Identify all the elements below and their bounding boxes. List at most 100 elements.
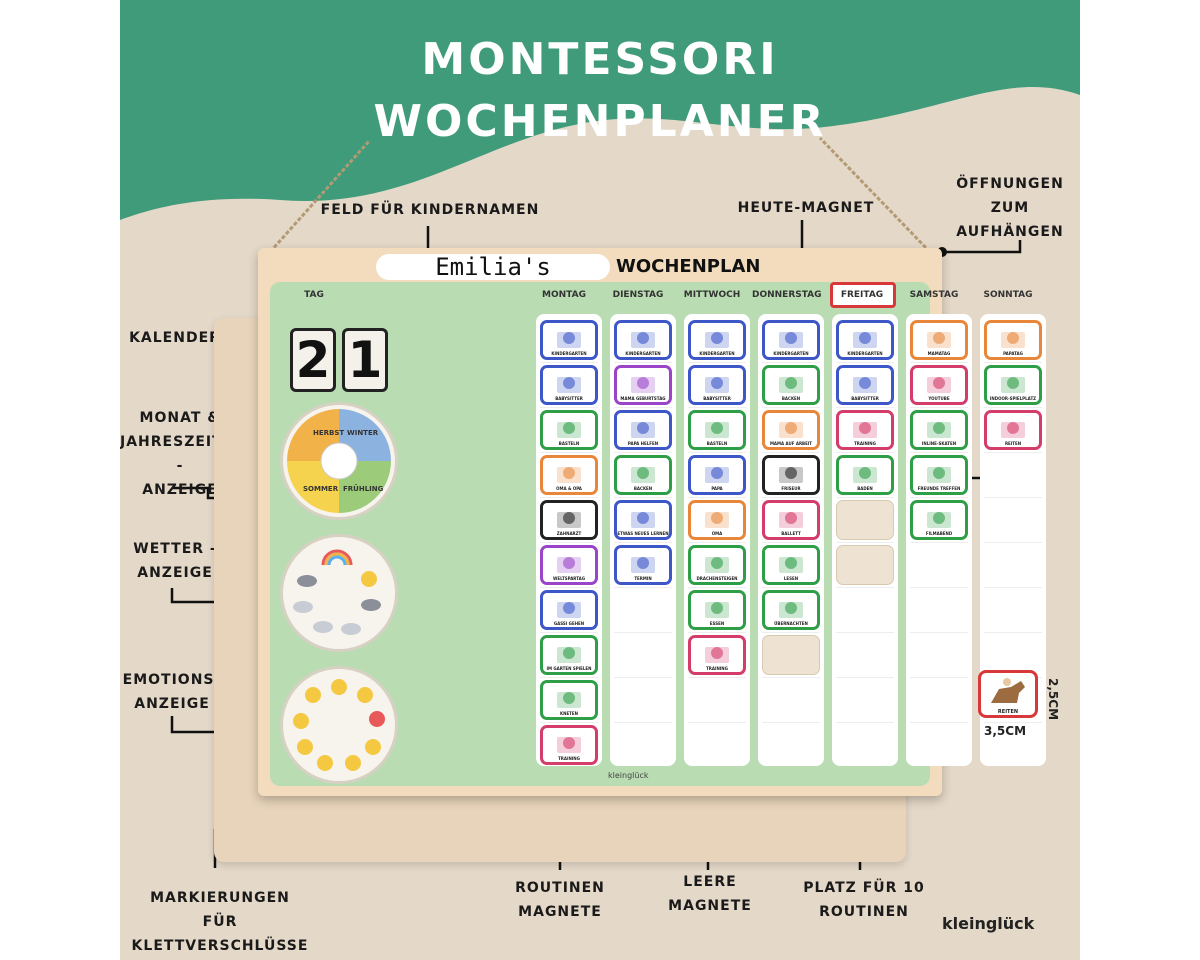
routine-magnet-label: MAMATAG [927,351,951,356]
routine-magnet[interactable]: BABYSITTER [540,365,598,405]
empty-magnet[interactable] [836,500,894,540]
routine-magnet[interactable]: BACKEN [614,455,672,495]
horse-icon [995,416,1031,440]
routine-magnet[interactable]: FRISEUR [762,455,820,495]
routine-magnet[interactable]: PAPA [688,455,746,495]
routine-magnet[interactable]: TRAINING [688,635,746,675]
emotion-wheel [280,666,398,784]
routine-magnet-label: OMA & OPA [556,486,582,491]
routine-magnet[interactable]: ÜBERNACHTEN [762,590,820,630]
routine-magnet[interactable]: ESSEN [688,590,746,630]
routine-magnet[interactable]: KNETEN [540,680,598,720]
routine-magnet-label: KINDERGARTEN [847,351,883,356]
empty-magnet[interactable] [836,545,894,585]
svg-text:FRÜHLING: FRÜHLING [343,484,384,493]
globe-icon [551,551,587,575]
emotion-faces [293,679,385,771]
calendar-digit-1: 2 [290,328,336,392]
routine-magnet[interactable]: YOUTUBE [910,365,968,405]
routine-magnet-label: FILMABEND [925,531,953,536]
routine-magnet[interactable]: KINDERGARTEN [540,320,598,360]
callout-monat: MONAT &JAHRESZEITEN -ANZEIGE [120,410,246,498]
routine-magnet-label: GASSI GEHEN [553,621,585,626]
empty-magnet[interactable] [762,635,820,675]
routine-magnet-label: OMA [711,531,723,536]
day-header-freitag: FREITAG [840,290,884,300]
routine-magnet-label: BABYSITTER [555,396,583,401]
routine-magnet[interactable]: BABYSITTER [688,365,746,405]
routine-magnet[interactable]: BASTELN [540,410,598,450]
family-icon [625,416,661,440]
routine-magnet-label: BALLETT [781,531,801,536]
routine-magnet-label: WELTSPARTAG [553,576,585,581]
routine-magnet[interactable]: KINDERGARTEN [762,320,820,360]
routine-magnet-label: BASTELN [706,441,728,446]
routine-magnet[interactable]: FILMABEND [910,500,968,540]
routine-magnet[interactable]: OMA [688,500,746,540]
routine-magnet[interactable]: WELTSPARTAG [540,545,598,585]
routine-magnet[interactable]: TRAINING [540,725,598,765]
routine-magnet-label: ETWAS NEUES LERNEN [617,531,669,536]
routine-magnet-label: KINDERGARTEN [773,351,809,356]
yarn-icon [551,416,587,440]
routine-magnet-label: BACKEN [781,396,801,401]
routine-magnet[interactable]: INLINE-SKATEN [910,410,968,450]
routine-magnet[interactable]: TERMIN [614,545,672,585]
stroller-icon [551,371,587,395]
routine-magnet-label: ÜBERNACHTEN [774,621,808,626]
svg-text:SOMMER: SOMMER [303,485,339,493]
routine-magnet[interactable]: MAMATAG [910,320,968,360]
routine-magnet-label: TRAINING [706,666,728,671]
scissors-icon [773,461,809,485]
routine-magnet[interactable]: KINDERGARTEN [688,320,746,360]
routine-magnet[interactable]: TRAINING [836,410,894,450]
father-icon [995,326,1031,350]
day-header-dienstag: DIENSTAG [612,290,664,300]
routine-magnet-label: TRAINING [558,756,580,761]
routine-magnet-label: BADEN [857,486,873,491]
weather-icons [293,549,381,635]
routine-magnet[interactable]: BADEN [836,455,894,495]
day-header-samstag: SAMSTAG [909,290,959,300]
routine-magnet[interactable]: ETWAS NEUES LERNEN [614,500,672,540]
routine-magnet[interactable]: MAMA AUF ARBEIT [762,410,820,450]
baking-icon [625,461,661,485]
calendar-icon [625,551,661,575]
routine-magnet[interactable]: MAMA GEBURTSTAG [614,365,672,405]
routine-magnet-label: FRISEUR [781,486,801,491]
routine-magnet-label: ZAHNARZT [556,531,582,536]
lightbulb-icon [625,506,661,530]
routine-magnet[interactable]: BALLETT [762,500,820,540]
child-name-field: Emilia's [376,254,610,280]
plate-icon [699,596,735,620]
callout-kindername: FELD FÜR KINDERNAMEN [320,202,540,218]
routine-magnet[interactable]: IM GARTEN SPIELEN [540,635,598,675]
routine-magnet-label: MAMA AUF ARBEIT [769,441,813,446]
routine-magnet[interactable]: KINDERGARTEN [836,320,894,360]
routine-magnet[interactable]: DRACHENSTEIGEN [688,545,746,585]
magnet-width-label: 3,5CM [984,724,1027,738]
routine-magnet[interactable]: REITEN [984,410,1042,450]
day-header-sonntag: SONNTAG [983,290,1033,300]
kite-icon [699,551,735,575]
day-column-donnerstag: KINDERGARTEN BACKEN MAMA AUF ARBEIT FRISEUR… [758,314,824,766]
routine-magnet[interactable]: OMA & OPA [540,455,598,495]
routine-magnet[interactable]: PAPATAG [984,320,1042,360]
bag-icon [699,641,735,665]
routine-magnet[interactable]: BASTELN [688,410,746,450]
routine-magnet[interactable]: PAPA HELFEN [614,410,672,450]
routine-magnet[interactable]: LESEN [762,545,820,585]
routine-magnet[interactable]: BACKEN [762,365,820,405]
routine-magnet-label: KINDERGARTEN [699,351,735,356]
routine-magnet[interactable]: GASSI GEHEN [540,590,598,630]
callout-emotion: EMOTIONS-ANZEIGE [122,672,222,712]
routine-magnet[interactable]: INDOOR-SPIELPLATZ [984,365,1042,405]
routine-magnet[interactable]: KINDERGARTEN [614,320,672,360]
routine-magnet[interactable]: BABYSITTER [836,365,894,405]
routine-magnet[interactable]: FREUNDE TREFFEN [910,455,968,495]
title-line-1: MONTESSORI [421,34,779,85]
routine-magnet[interactable]: ZAHNARZT [540,500,598,540]
routine-magnet-label: MAMA GEBURTSTAG [620,396,666,401]
